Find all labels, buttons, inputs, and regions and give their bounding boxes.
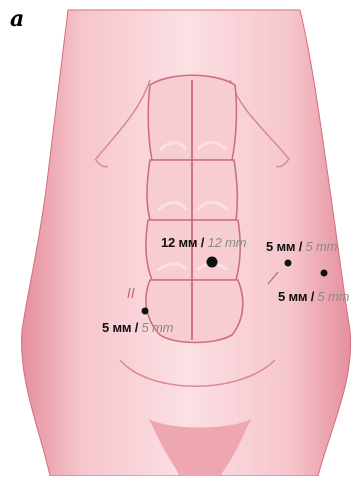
right-upper-port-dot <box>285 260 292 267</box>
port-size-ru: 5 мм <box>102 320 131 335</box>
port-size-en: 5 mm <box>318 289 350 304</box>
port-size-en: 5 mm <box>142 320 174 335</box>
right-upper-port-label: 5 мм / 5 mm <box>266 240 337 254</box>
right-lateral-port-dot <box>321 270 328 277</box>
port-size-ru: 12 мм <box>161 235 197 250</box>
right-lateral-port-label: 5 мм / 5 mm <box>278 290 349 304</box>
port-size-ru: 5 мм <box>266 239 295 254</box>
port-separator: / <box>135 320 138 335</box>
port-separator: / <box>201 235 204 250</box>
port-separator: / <box>311 289 314 304</box>
port-size-en: 12 mm <box>208 235 247 250</box>
umbilical-port-label: 12 мм / 12 mm <box>161 236 246 250</box>
port-size-ru: 5 мм <box>278 289 307 304</box>
left-lower-port-dot <box>142 308 149 315</box>
umbilical-port-dot <box>207 257 218 268</box>
port-separator: / <box>299 239 302 254</box>
left-lower-port-label: 5 мм / 5 mm <box>102 321 173 335</box>
panel-letter: a <box>10 6 24 32</box>
port-size-en: 5 mm <box>306 239 338 254</box>
